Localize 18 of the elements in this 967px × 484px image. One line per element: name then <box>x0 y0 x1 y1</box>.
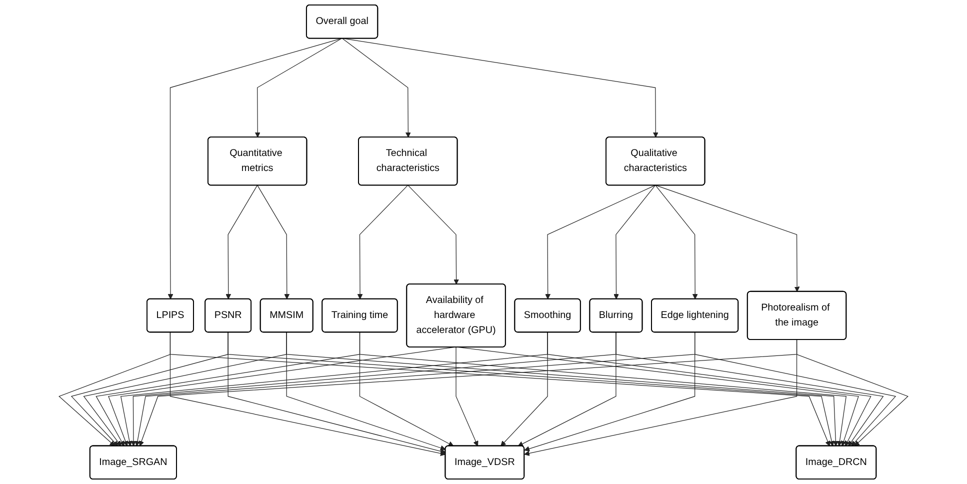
arrow <box>694 332 896 446</box>
arrow <box>408 184 460 285</box>
arrow <box>655 184 698 300</box>
arrow <box>254 38 342 138</box>
arrow <box>655 184 800 292</box>
arrow <box>257 184 290 300</box>
arrow <box>357 184 408 300</box>
arrow <box>226 184 258 300</box>
arrow <box>342 38 411 138</box>
arrow <box>796 339 908 446</box>
arrow <box>168 38 342 300</box>
arrow <box>616 332 884 446</box>
arrow <box>547 332 872 446</box>
arrow <box>614 184 656 300</box>
arrow <box>342 38 658 138</box>
arrow <box>456 346 478 446</box>
arrow <box>456 346 859 446</box>
arrow <box>545 184 656 300</box>
